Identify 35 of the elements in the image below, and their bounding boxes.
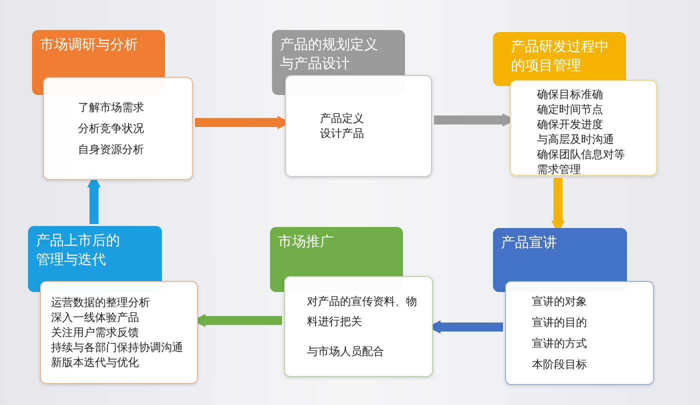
task-item: 分析竞争状况 <box>78 121 145 137</box>
task-item: 宣讲的对象 <box>532 294 588 310</box>
stage-content-card <box>510 80 657 176</box>
stage-title: 市场推广 <box>278 233 335 252</box>
task-item: 自身资源分析 <box>78 142 145 158</box>
task-item: 新版本迭代与优化 <box>51 355 140 370</box>
task-item: 持续与各部门保持协调沟通 <box>51 340 184 355</box>
stage-title: 产品的规划定义与产品设计 <box>280 36 379 74</box>
stage-content-card <box>284 276 433 377</box>
stage-title: 产品研发过程中的项目管理 <box>511 38 610 76</box>
task-item: 产品定义 <box>320 111 365 126</box>
stage-header-box <box>493 32 626 86</box>
stage-title: 市场调研与分析 <box>40 36 139 55</box>
stage-content-card <box>285 75 432 177</box>
task-item: 本阶段目标 <box>532 357 588 373</box>
stage-title: 产品上市后的管理与迭代 <box>36 232 121 270</box>
task-item: 深入一线体验产品 <box>51 310 140 325</box>
task-item: 确保目标准确 <box>537 87 604 102</box>
task-item: 了解市场需求 <box>78 100 145 116</box>
task-item: 运营数据的整理分析 <box>51 295 151 310</box>
task-item: 与市场人员配合 <box>307 344 385 360</box>
task-item: 关注用户需求反馈 <box>51 325 140 340</box>
stage-content-card <box>40 281 198 384</box>
stage-title: 产品宣讲 <box>501 234 558 253</box>
task-item: 需求管理 <box>537 162 582 177</box>
task-item: 设计产品 <box>320 126 365 141</box>
task-item: 确定时间节点 <box>537 102 604 117</box>
task-item: 确保开发进度 <box>537 117 604 132</box>
task-item: 确保团队信息对等 <box>537 147 626 162</box>
stage-content-card <box>505 281 654 385</box>
stage-content-card <box>43 77 193 180</box>
task-item: 宣讲的目的 <box>532 315 588 331</box>
task-item: 宣讲的方式 <box>532 336 588 352</box>
task-item: 与高层及时沟通 <box>537 132 615 147</box>
task-item: 对产品的宣传资料、物料进行把关 <box>307 294 418 330</box>
